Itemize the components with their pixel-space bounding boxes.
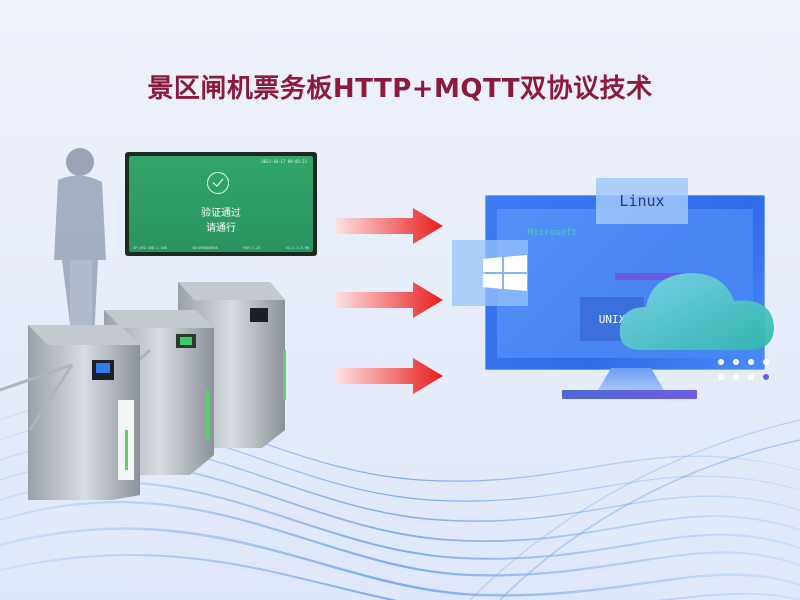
screen-footer: IP:192.168.1.108 SN:D394D5B78 VER:2.23 V… xyxy=(133,246,309,250)
arrow-right-icon xyxy=(335,282,443,318)
verify-passed-text: 验证通过 xyxy=(201,208,241,219)
windows-panel xyxy=(452,240,528,306)
monitor-base xyxy=(562,390,697,399)
linux-panel: Linux xyxy=(596,178,688,224)
monitor-stand xyxy=(598,368,664,390)
footer-ip: IP:192.168.1.108 xyxy=(133,246,167,250)
cloud-icon xyxy=(619,273,774,350)
page-title: 景区闸机票务板HTTP+MQTT双协议技术 xyxy=(147,74,653,104)
please-pass-text: 请通行 xyxy=(206,223,236,234)
screen-status-time: 2023-10-17 09:05:21 xyxy=(261,159,307,164)
decorative-dots xyxy=(718,359,769,380)
windows-logo-icon xyxy=(483,255,527,291)
accent-bar xyxy=(615,273,693,280)
arrow-right-icon xyxy=(335,208,443,244)
screen-display: 2023-10-17 09:05:21 验证通过 请通行 IP:192.168.… xyxy=(129,156,313,252)
footer-build: V4.2.3.3-96 xyxy=(285,246,309,250)
arrow-right-icon xyxy=(335,358,443,394)
ticket-board-screen: 2023-10-17 09:05:21 验证通过 请通行 IP:192.168.… xyxy=(125,152,317,256)
turnstile-gates xyxy=(0,282,286,500)
monitor-faint-text: Microsoft xyxy=(528,228,577,238)
footer-sn: SN:D394D5B78 xyxy=(192,246,218,250)
footer-ver: VER:2.23 xyxy=(243,246,261,250)
check-circle-icon xyxy=(207,172,229,194)
